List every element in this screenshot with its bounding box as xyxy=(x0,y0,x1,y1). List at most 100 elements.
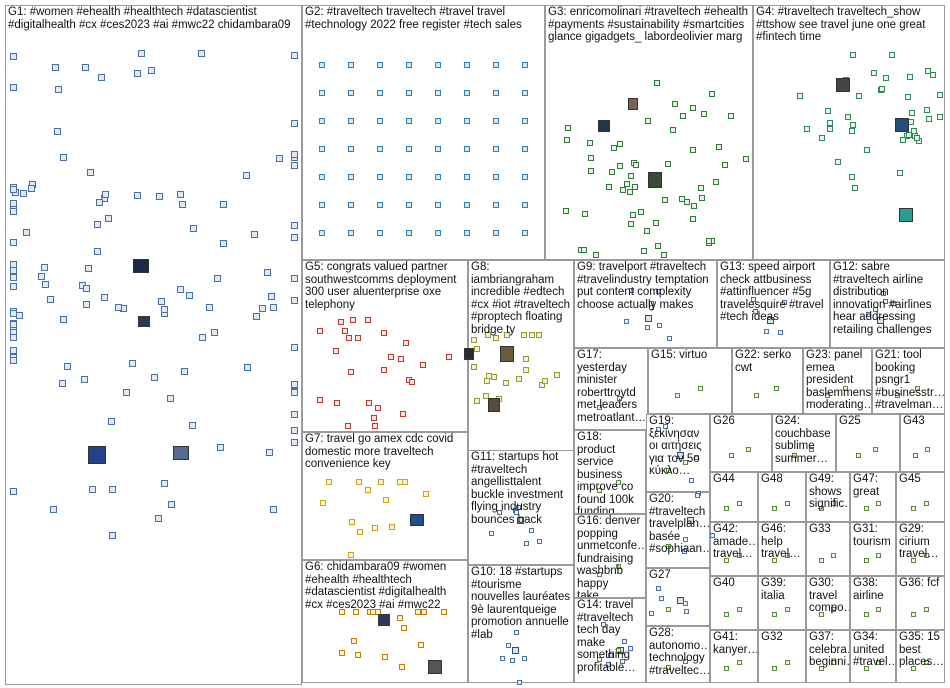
vertex-node[interactable] xyxy=(85,265,93,273)
vertex-node[interactable] xyxy=(827,119,834,126)
vertex-node[interactable] xyxy=(596,487,602,493)
vertex-node[interactable] xyxy=(913,453,919,459)
vertex-node[interactable] xyxy=(876,500,882,506)
vertex-node[interactable] xyxy=(824,393,830,399)
vertex-node[interactable] xyxy=(706,238,713,245)
vertex-node[interactable] xyxy=(493,202,499,208)
vertex-node[interactable] xyxy=(290,222,298,230)
vertex-node[interactable] xyxy=(665,160,672,167)
vertex-node[interactable] xyxy=(865,312,871,318)
vertex-node[interactable] xyxy=(406,230,412,236)
vertex-node[interactable] xyxy=(772,558,778,564)
vertex-node[interactable] xyxy=(791,453,797,459)
vertex-node[interactable] xyxy=(689,216,696,223)
vertex-avatar[interactable] xyxy=(410,514,424,526)
vertex-node[interactable] xyxy=(435,174,441,180)
vertex-node[interactable] xyxy=(242,171,250,179)
vertex-node[interactable] xyxy=(633,162,640,169)
vertex-node[interactable] xyxy=(377,479,384,485)
vertex-node[interactable] xyxy=(489,530,495,536)
vertex-node[interactable] xyxy=(658,596,664,602)
vertex-node[interactable] xyxy=(682,549,688,555)
vertex-node[interactable] xyxy=(493,118,499,124)
vertex-node[interactable] xyxy=(596,656,602,662)
vertex-node[interactable] xyxy=(176,285,184,293)
vertex-node[interactable] xyxy=(270,304,278,312)
vertex-avatar[interactable] xyxy=(88,446,106,464)
vertex-node[interactable] xyxy=(818,558,824,564)
vertex-node[interactable] xyxy=(709,533,715,539)
vertex-node[interactable] xyxy=(9,310,17,318)
vertex-avatar[interactable] xyxy=(648,172,662,188)
vertex-node[interactable] xyxy=(319,90,325,96)
vertex-node[interactable] xyxy=(628,172,635,179)
vertex-node[interactable] xyxy=(609,168,616,175)
vertex-node[interactable] xyxy=(654,243,661,250)
vertex-node[interactable] xyxy=(728,113,735,120)
vertex-node[interactable] xyxy=(522,202,528,208)
vertex-node[interactable] xyxy=(435,230,441,236)
vertex-node[interactable] xyxy=(818,665,824,671)
vertex-node[interactable] xyxy=(713,179,720,186)
vertex-node[interactable] xyxy=(624,180,631,187)
vertex-node[interactable] xyxy=(49,505,57,513)
vertex-node[interactable] xyxy=(910,558,916,564)
vertex-node[interactable] xyxy=(353,609,359,615)
vertex-node[interactable] xyxy=(683,608,689,614)
vertex-node[interactable] xyxy=(607,652,613,658)
vertex-node[interactable] xyxy=(9,274,17,281)
vertex-node[interactable] xyxy=(377,174,383,180)
vertex-node[interactable] xyxy=(623,319,629,325)
vertex-node[interactable] xyxy=(403,340,410,347)
vertex-node[interactable] xyxy=(371,423,378,429)
vertex-node[interactable] xyxy=(818,612,824,618)
vertex-node[interactable] xyxy=(656,323,662,329)
vertex-node[interactable] xyxy=(528,332,535,338)
vertex-node[interactable] xyxy=(190,225,198,233)
vertex-node[interactable] xyxy=(406,202,412,208)
vertex-node[interactable] xyxy=(402,479,409,485)
vertex-node[interactable] xyxy=(888,52,895,58)
vertex-node[interactable] xyxy=(522,230,528,236)
vertex-node[interactable] xyxy=(53,127,61,135)
vertex-node[interactable] xyxy=(586,139,593,146)
vertex-node[interactable] xyxy=(621,638,627,644)
vertex-node[interactable] xyxy=(365,400,372,407)
vertex-node[interactable] xyxy=(663,423,669,429)
vertex-node[interactable] xyxy=(529,528,535,534)
vertex-node[interactable] xyxy=(818,505,824,511)
vertex-node[interactable] xyxy=(649,304,655,310)
vertex-node[interactable] xyxy=(667,335,673,341)
vertex-node[interactable] xyxy=(355,479,362,485)
vertex-avatar[interactable] xyxy=(464,348,474,360)
vertex-node[interactable] xyxy=(515,375,522,382)
vertex-node[interactable] xyxy=(252,312,260,320)
vertex-node[interactable] xyxy=(849,173,856,180)
vertex-node[interactable] xyxy=(205,303,213,311)
vertex-node[interactable] xyxy=(290,161,298,169)
vertex-node[interactable] xyxy=(863,558,869,564)
vertex-node[interactable] xyxy=(563,137,570,144)
vertex-node[interactable] xyxy=(370,415,377,422)
vertex-node[interactable] xyxy=(914,135,921,142)
vertex-node[interactable] xyxy=(325,479,332,485)
vertex-node[interactable] xyxy=(108,485,116,493)
vertex-node[interactable] xyxy=(250,230,258,238)
vertex-node[interactable] xyxy=(910,665,916,671)
vertex-node[interactable] xyxy=(166,394,174,402)
vertex-node[interactable] xyxy=(809,447,815,453)
vertex-node[interactable] xyxy=(797,92,804,99)
vertex-node[interactable] xyxy=(764,329,770,335)
vertex-node[interactable] xyxy=(830,606,836,612)
vertex-node[interactable] xyxy=(60,316,68,324)
vertex-node[interactable] xyxy=(348,118,354,124)
vertex-node[interactable] xyxy=(909,109,916,116)
vertex-node[interactable] xyxy=(435,90,441,96)
vertex-node[interactable] xyxy=(925,116,932,122)
vertex-node[interactable] xyxy=(482,392,489,399)
vertex-node[interactable] xyxy=(676,596,684,604)
vertex-node[interactable] xyxy=(785,660,791,666)
vertex-node[interactable] xyxy=(773,386,779,392)
vertex-node[interactable] xyxy=(9,347,17,355)
vertex-node[interactable] xyxy=(883,74,890,81)
